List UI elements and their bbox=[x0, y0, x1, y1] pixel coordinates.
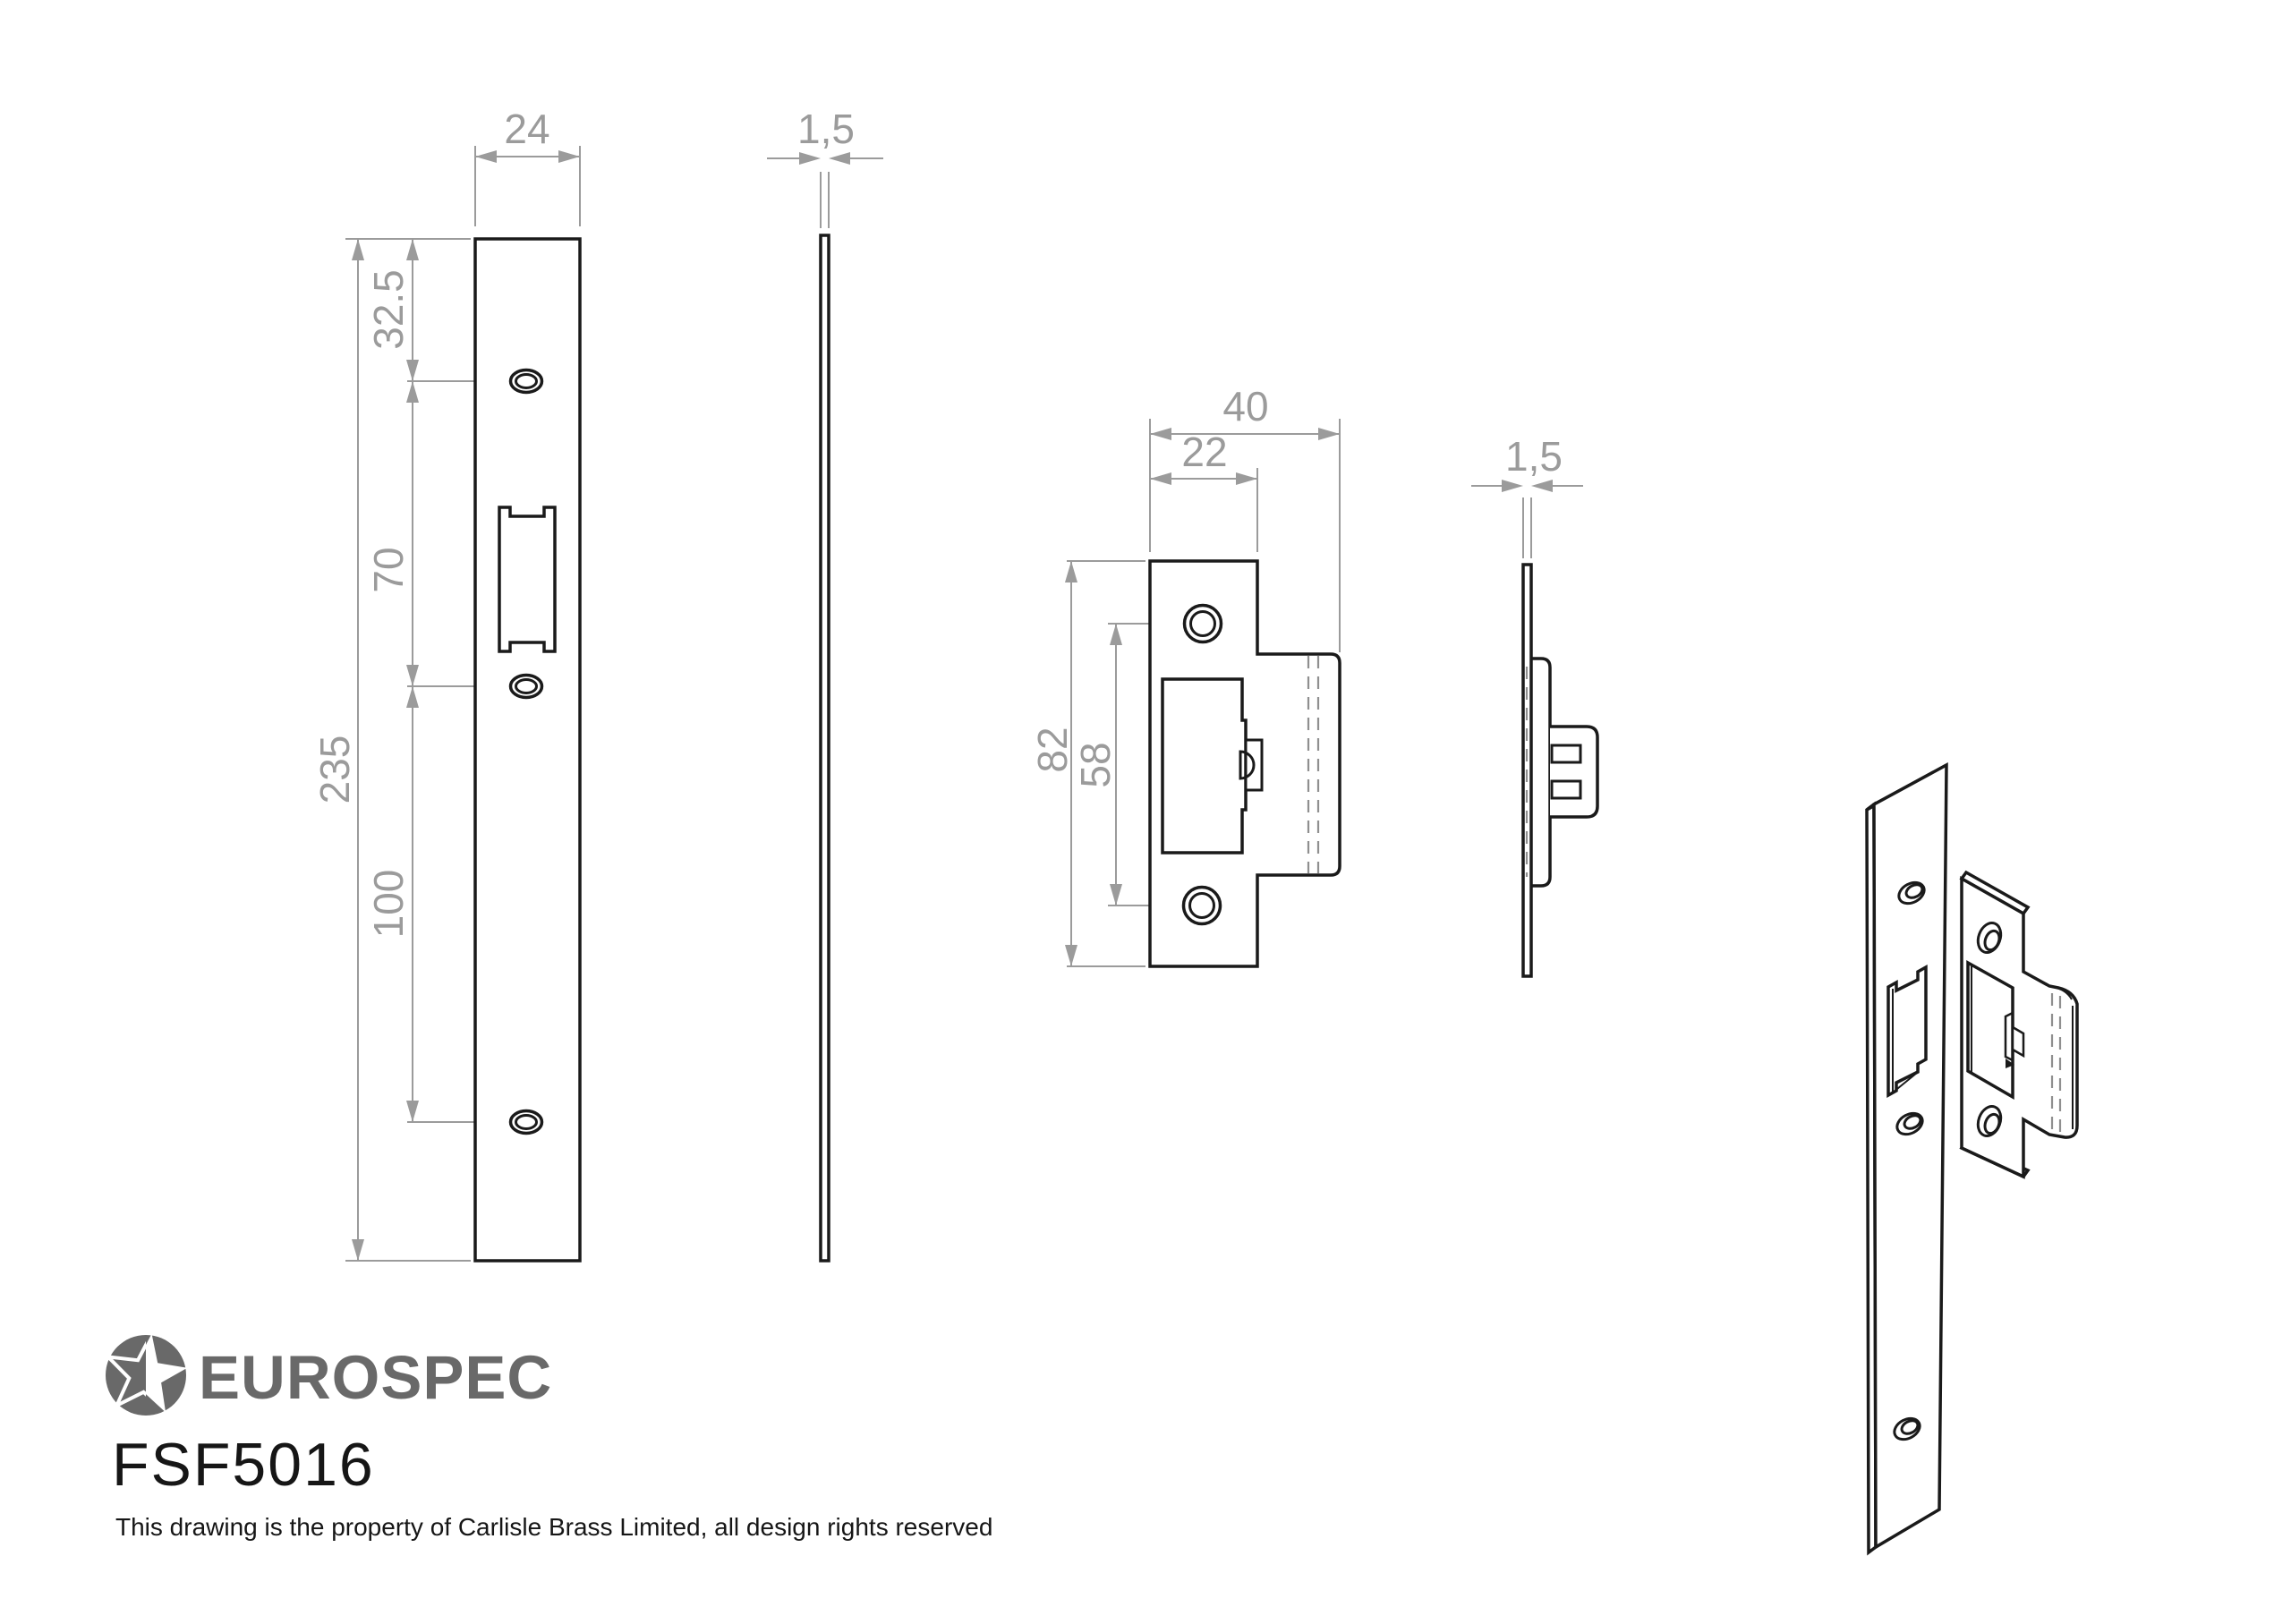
dim-strike-hole-spacing: 58 bbox=[1072, 623, 1203, 906]
iso-strike-cutout bbox=[1966, 960, 2014, 1101]
forend-latch-cutout bbox=[498, 506, 557, 653]
dim-label-strike-overall-height: 82 bbox=[1029, 727, 1076, 772]
forend-side-profile bbox=[819, 234, 830, 1263]
forend-plate-outline bbox=[473, 237, 582, 1263]
dim-label-strike-thickness: 1,5 bbox=[1505, 433, 1563, 480]
dim-strike-plate-width: 22 bbox=[1150, 429, 1258, 552]
dim-forend-width: 24 bbox=[474, 106, 581, 226]
strike-side-lip-profile bbox=[1531, 657, 1552, 888]
iso-strike-plate bbox=[1959, 870, 2079, 1179]
dim-label-forend-hole-spacing-lower: 100 bbox=[365, 870, 412, 939]
star-icon bbox=[103, 1333, 188, 1413]
dim-forend-hole-chain: 32.5 70 100 bbox=[365, 239, 419, 1122]
view-strike-front: 40 22 82 58 bbox=[1029, 383, 1341, 968]
strike-side-slot-upper bbox=[1550, 744, 1582, 764]
dim-forend-overall: 235 bbox=[311, 239, 364, 1261]
dim-strike-overall-width: 40 bbox=[1149, 383, 1341, 652]
forend-screw-holes bbox=[508, 368, 544, 1135]
dim-label-forend-thickness: 1,5 bbox=[797, 106, 855, 152]
strike-keep-bump bbox=[1239, 750, 1256, 780]
title-block: EUROSPEC FSF5016 This drawing is the pro… bbox=[103, 1333, 992, 1541]
dim-label-forend-width: 24 bbox=[504, 106, 549, 152]
brand-name: EUROSPEC bbox=[199, 1343, 552, 1412]
dim-forend-thickness: 1,5 bbox=[767, 106, 883, 228]
view-strike-side: 1,5 bbox=[1471, 433, 1599, 978]
dim-label-forend-top-to-hole: 32.5 bbox=[365, 269, 412, 350]
dim-label-forend-overall: 235 bbox=[311, 735, 358, 804]
product-code: FSF5016 bbox=[112, 1431, 375, 1499]
dim-strike-overall-height: 82 bbox=[1029, 560, 1146, 967]
strike-side-keeper-box bbox=[1550, 725, 1599, 819]
view-isometric bbox=[1865, 762, 2079, 1556]
strike-keep-cutout bbox=[1161, 677, 1248, 855]
strike-screw-holes bbox=[1181, 603, 1223, 926]
copyright-note: This drawing is the property of Carlisle… bbox=[115, 1513, 992, 1541]
dim-label-forend-hole-spacing-upper: 70 bbox=[365, 547, 412, 592]
dim-label-strike-hole-spacing: 58 bbox=[1072, 742, 1119, 787]
dim-label-strike-plate-width: 22 bbox=[1181, 429, 1227, 475]
view-forend-side: 1,5 bbox=[767, 106, 883, 1263]
dim-label-strike-overall-width: 40 bbox=[1222, 383, 1268, 429]
eurospec-logo: EUROSPEC bbox=[103, 1333, 552, 1416]
iso-forend-plate bbox=[1865, 762, 1948, 1556]
view-forend-front: 24 235 32.5 70 100 bbox=[311, 106, 582, 1263]
strike-side-slot-lower bbox=[1550, 779, 1582, 800]
dim-strike-thickness: 1,5 bbox=[1471, 433, 1583, 558]
